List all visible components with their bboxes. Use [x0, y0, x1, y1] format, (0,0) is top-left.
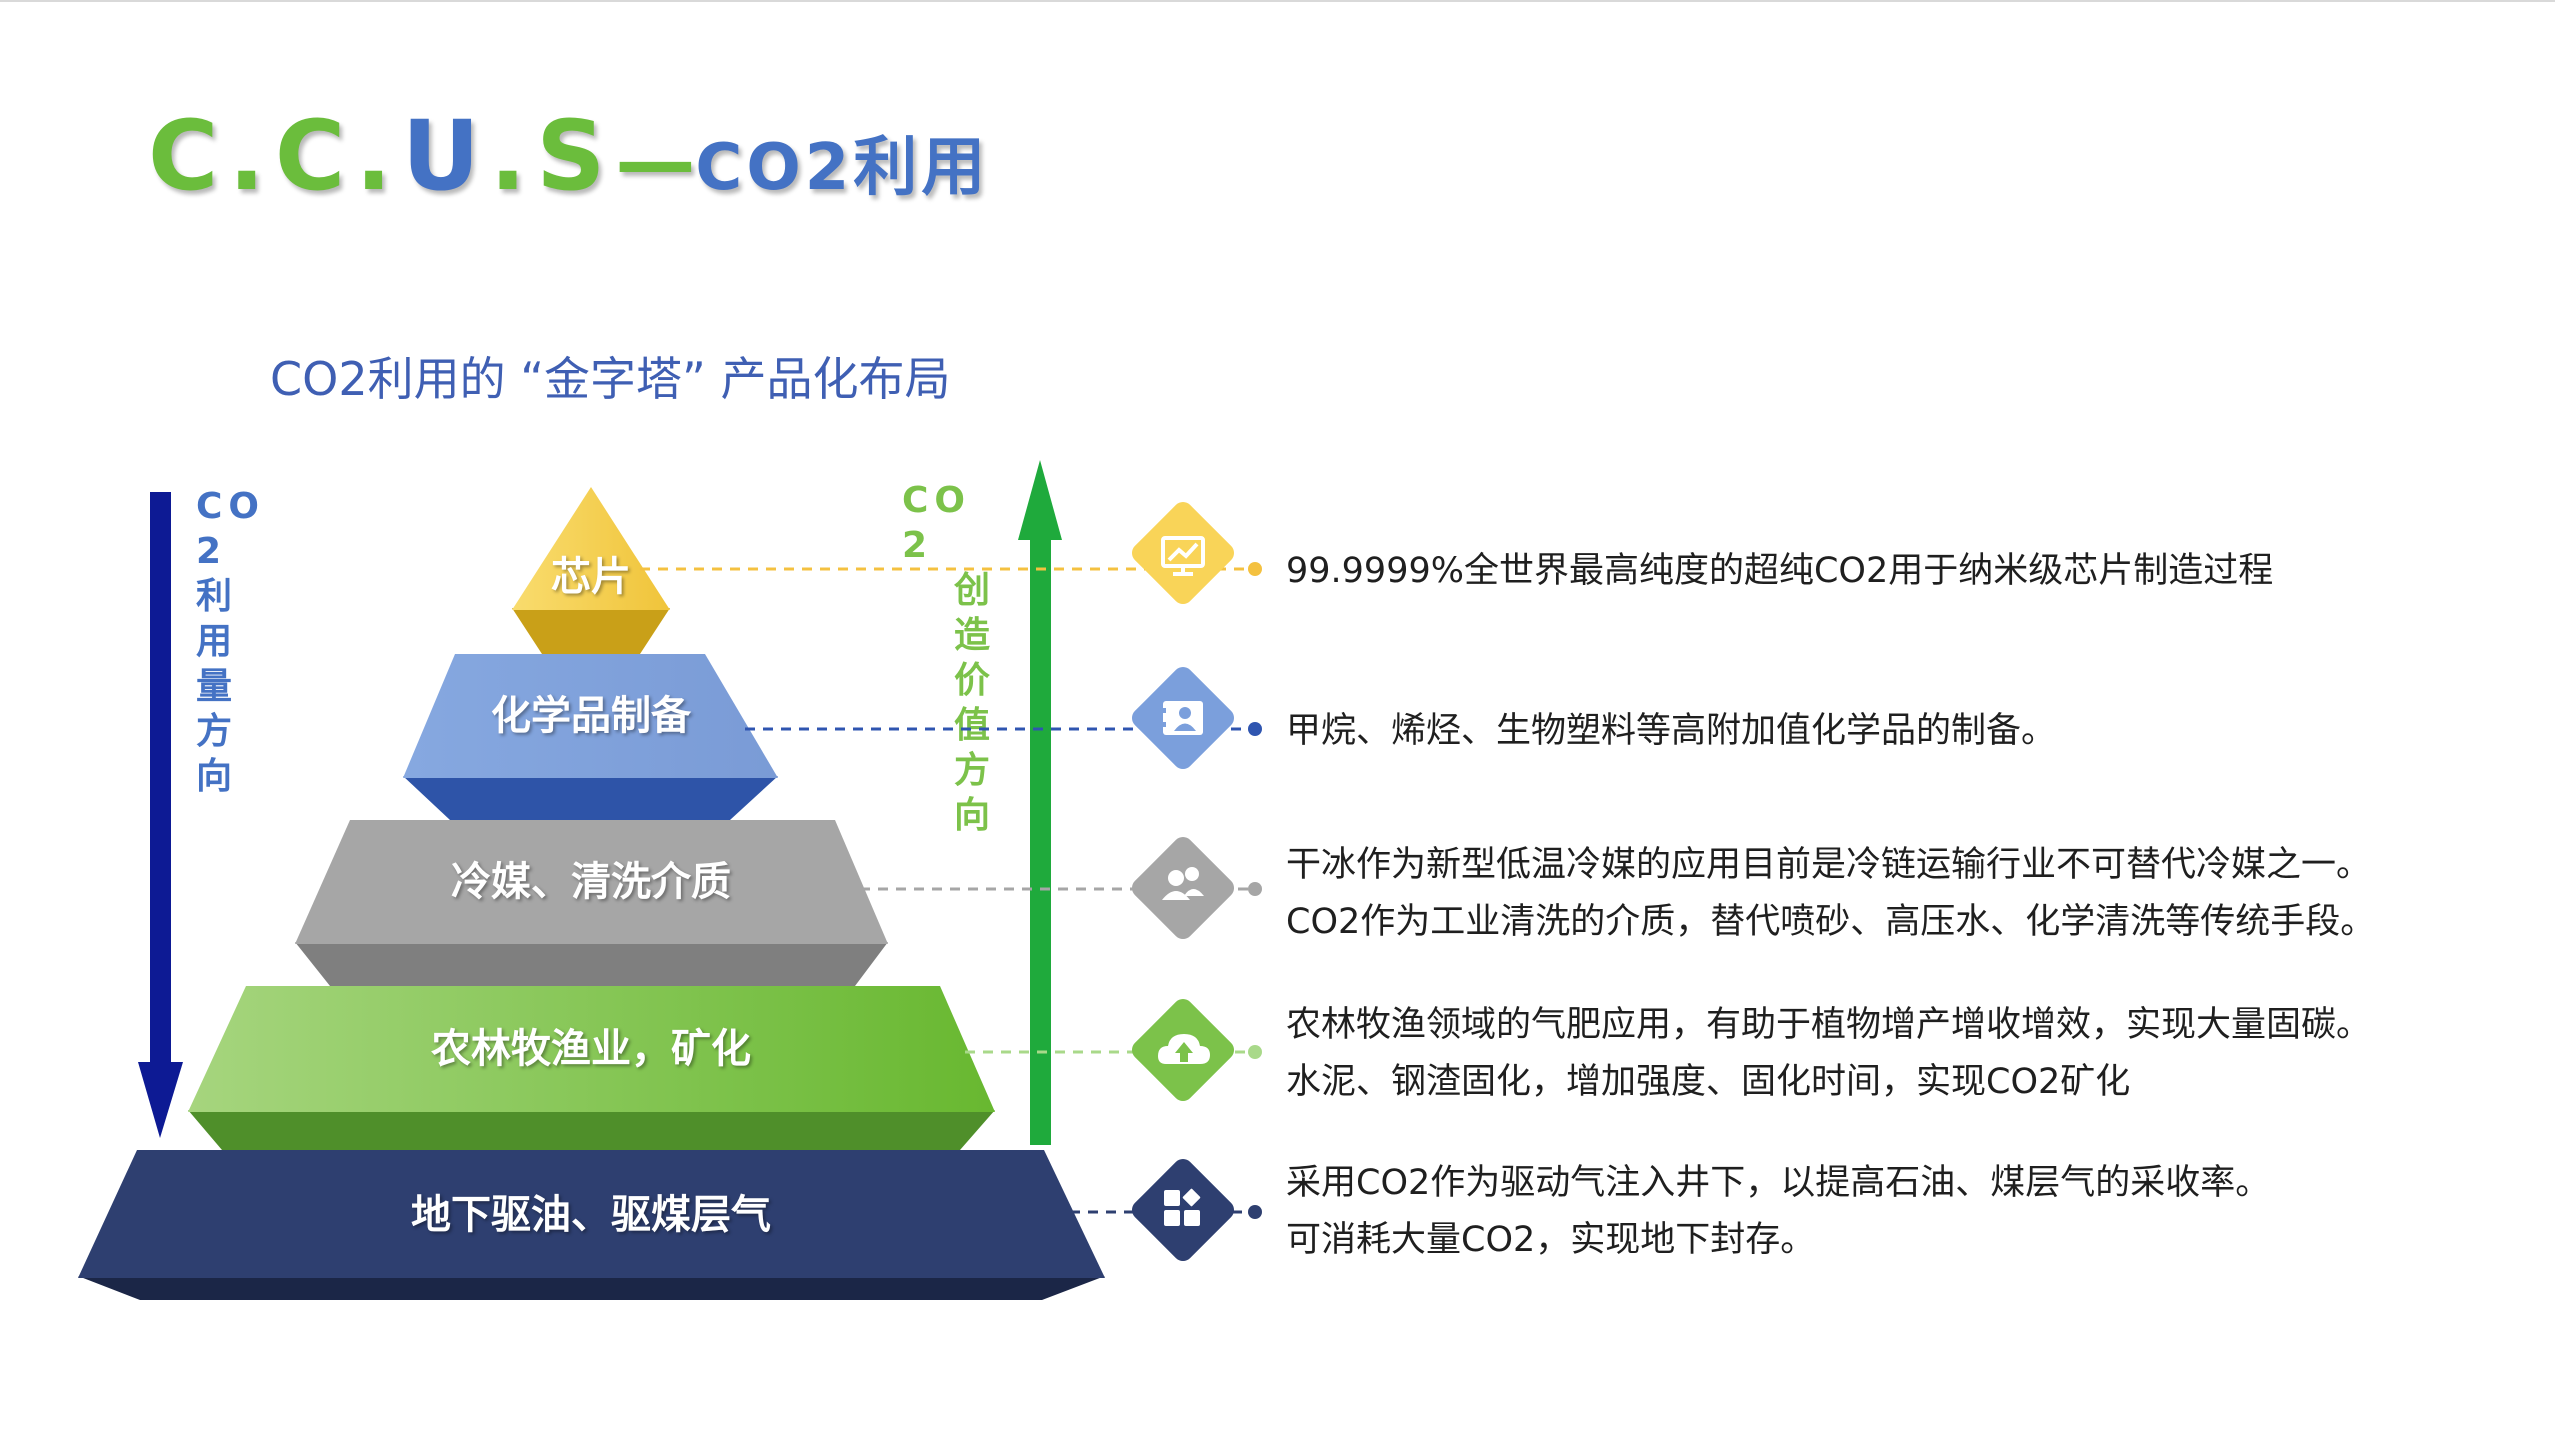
title-dash: — [615, 115, 696, 208]
pyramid-tier-agriculture [188, 986, 995, 1150]
description-line: CO2作为工业清洗的介质，替代喷砂、高压水、化学清洗等传统手段。 [1286, 902, 2376, 942]
right-arrow-label-text: 创造价值方向 [954, 570, 991, 836]
right-arrow-label: CO2 创造价值方向 [902, 478, 990, 838]
description-underground: 采用CO2作为驱动气注入井下，以提高石油、煤层气的采收率。 可消耗大量CO2，实… [1286, 1155, 2270, 1269]
description-chip: 99.9999%全世界最高纯度的超纯CO2用于纳米级芯片制造过程 [1286, 543, 2273, 600]
connector-dot-chip [1248, 562, 1262, 576]
pyramid-tier-underground [78, 1150, 1105, 1300]
pyramid-tier-chip [512, 487, 670, 654]
description-line: 甲烷、烯烃、生物塑料等高附加值化学品的制备。 [1286, 711, 2057, 751]
monitor-chart-icon [1161, 536, 1205, 576]
description-line: 99.9999%全世界最高纯度的超纯CO2用于纳米级芯片制造过程 [1286, 551, 2274, 591]
pyramid-tier-chemicals [403, 654, 778, 820]
left-arrow-label: CO2 利用量方向 [196, 484, 276, 799]
connector-dot-underground [1248, 1205, 1262, 1219]
apps-grid-icon [1164, 1188, 1201, 1226]
left-arrow-label-co2: CO2 [196, 486, 266, 572]
connector-dot-agriculture [1248, 1045, 1262, 1059]
title-co2-utilization: CO2利用 [695, 131, 990, 205]
description-line: 采用CO2作为驱动气注入井下，以提高石油、煤层气的采收率。 [1286, 1163, 2271, 1203]
description-line: 可消耗大量CO2，实现地下封存。 [1286, 1220, 1816, 1260]
connector-dot-chemicals [1248, 722, 1262, 736]
left-down-arrow [138, 492, 183, 1138]
page-title: C.C.U.S—CO2利用 [148, 108, 989, 204]
pyramid-subtitle: CO2利用的 “金字塔” 产品化布局 [270, 352, 951, 406]
cloud-upload-icon [1158, 1034, 1210, 1064]
description-line: 干冰作为新型低温冷媒的应用目前是冷链运输行业不可替代冷媒之一。 [1286, 845, 2372, 885]
description-line: 水泥、钢渣固化，增加强度、固化时间，实现CO2矿化 [1286, 1062, 2131, 1102]
users-icon [1162, 867, 1204, 900]
tier-label-underground: 地下驱油、驱煤层气 [411, 1192, 771, 1238]
title-part-cc: C.C. [148, 100, 402, 212]
top-border-line [0, 0, 2555, 2]
tier-label-chip: 芯片 [551, 554, 631, 600]
pyramid-tier-refrigerant [295, 820, 888, 986]
description-line: 农林牧渔领域的气肥应用，有助于植物增产增收增效，实现大量固碳。 [1286, 1005, 2372, 1045]
tier-label-chemicals: 化学品制备 [491, 693, 691, 739]
description-chemicals: 甲烷、烯烃、生物塑料等高附加值化学品的制备。 [1286, 703, 2056, 760]
connector-dot-refrigerant [1248, 882, 1262, 896]
diamond-refrigerant [1131, 836, 1235, 940]
tier-label-refrigerant: 冷媒、清洗介质 [451, 859, 731, 905]
diamond-underground [1131, 1158, 1235, 1262]
contact-card-icon [1158, 701, 1203, 735]
left-arrow-label-text: 利用量方向 [196, 576, 233, 797]
tier-label-agriculture: 农林牧渔业，矿化 [431, 1026, 751, 1072]
title-part-s: .S [489, 100, 616, 212]
right-arrow-label-co2: CO2 [902, 480, 972, 566]
title-part-u: U [401, 100, 490, 212]
description-refrigerant: 干冰作为新型低温冷媒的应用目前是冷链运输行业不可替代冷媒之一。 CO2作为工业清… [1286, 837, 2375, 951]
description-agriculture: 农林牧渔领域的气肥应用，有助于植物增产增收增效，实现大量固碳。 水泥、钢渣固化，… [1286, 997, 2371, 1111]
right-up-arrow [1018, 460, 1062, 1145]
